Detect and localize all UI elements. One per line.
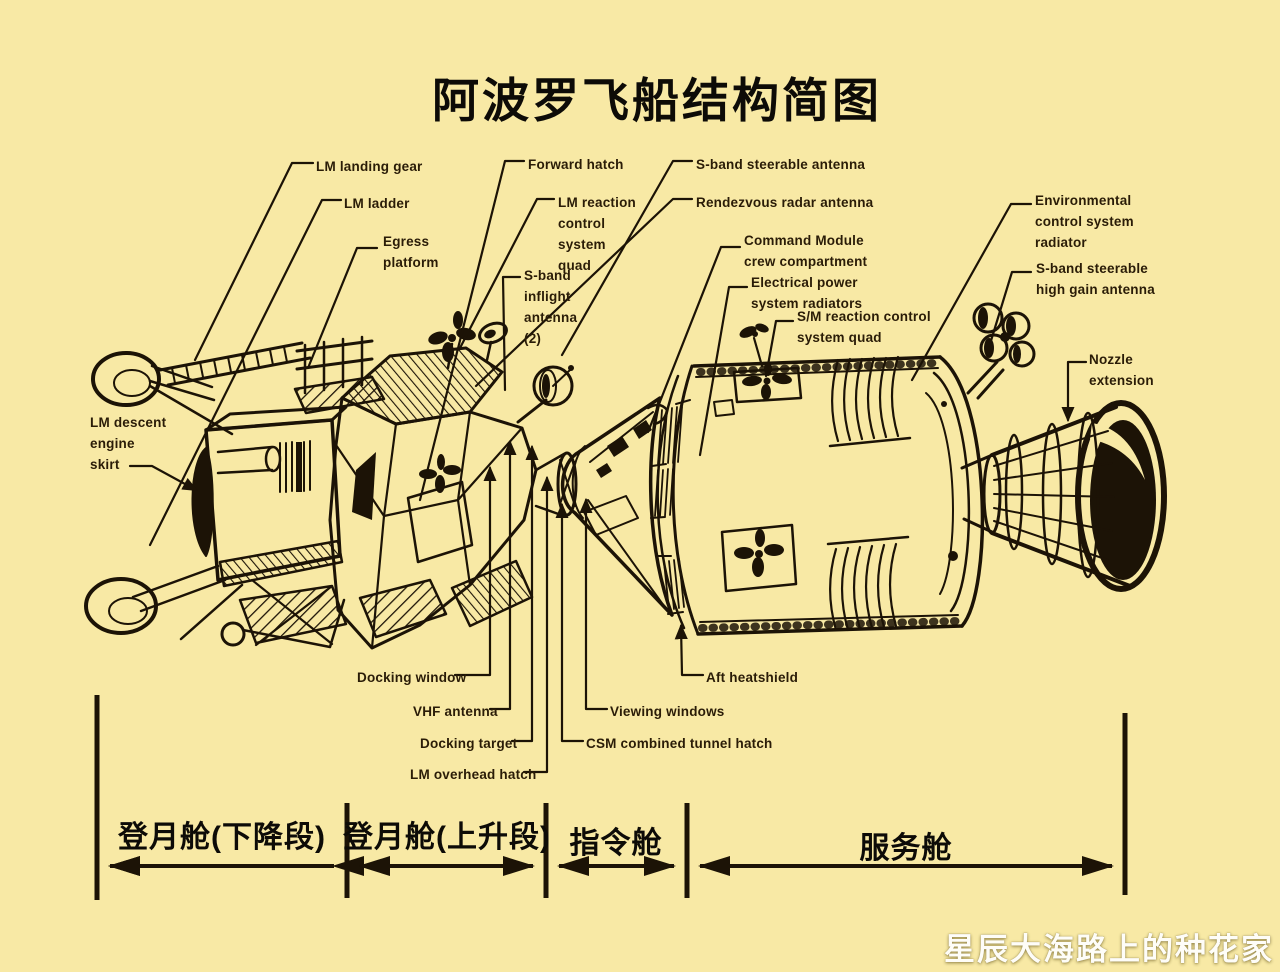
part-label-environmental-control-system-radiator: Environmental control system radiator: [1035, 193, 1134, 250]
dimension-scale: [94, 695, 1128, 900]
part-label-vhf-antenna: VHF antenna: [413, 704, 498, 719]
part-label-command-module-crew-compartment: Command Module crew compartment: [744, 233, 868, 269]
part-label-egress-platform: Egress platform: [383, 234, 439, 270]
part-label-lm-reaction-control-quad: LM reaction control system quad: [558, 195, 636, 273]
scale-label-service-module: 服务舱: [859, 832, 953, 865]
part-label-electrical-power-system-radiators: Electrical power system radiators: [751, 275, 863, 311]
part-label-sm-reaction-control-quad: S/M reaction control system quad: [797, 309, 931, 345]
part-label-rendezvous-radar-antenna: Rendezvous radar antenna: [696, 195, 874, 210]
page-title: 阿波罗飞船结构简图: [432, 74, 882, 127]
leader-lines: [128, 159, 1088, 774]
csm-drawing: [560, 302, 1167, 636]
part-label-nozzle-extension: Nozzle extension: [1089, 352, 1154, 388]
part-label-forward-hatch: Forward hatch: [528, 157, 624, 172]
part-label-lm-descent-engine-skirt: LM descent engine skirt: [90, 415, 167, 472]
part-label-lm-ladder: LM ladder: [344, 196, 410, 211]
part-label-viewing-windows: Viewing windows: [610, 704, 725, 719]
scale-label-lm-ascent-stage: 登月舱(上升段): [343, 821, 551, 854]
part-label-s-band-high-gain-antenna: S-band steerable high gain antenna: [1036, 261, 1155, 297]
part-label-s-band-steerable-antenna: S-band steerable antenna: [696, 157, 866, 172]
part-label-docking-target: Docking target: [420, 736, 518, 751]
part-label-csm-combined-tunnel-hatch: CSM combined tunnel hatch: [586, 736, 773, 751]
lunar-module-drawing: [84, 311, 578, 650]
part-label-aft-heatshield: Aft heatshield: [706, 670, 799, 685]
scale-label-lm-descent-stage: 登月舱(下降段): [118, 821, 326, 854]
part-label-lm-landing-gear: LM landing gear: [316, 159, 423, 174]
watermark: 星辰大海路上的种花家: [944, 932, 1274, 967]
part-label-s-band-inflight-antenna: S-band inflight antenna (2): [524, 268, 578, 346]
part-label-lm-overhead-hatch: LM overhead hatch: [410, 767, 537, 782]
scale-label-command-module: 指令舱: [569, 827, 663, 860]
part-label-docking-window: Docking window: [357, 670, 467, 685]
